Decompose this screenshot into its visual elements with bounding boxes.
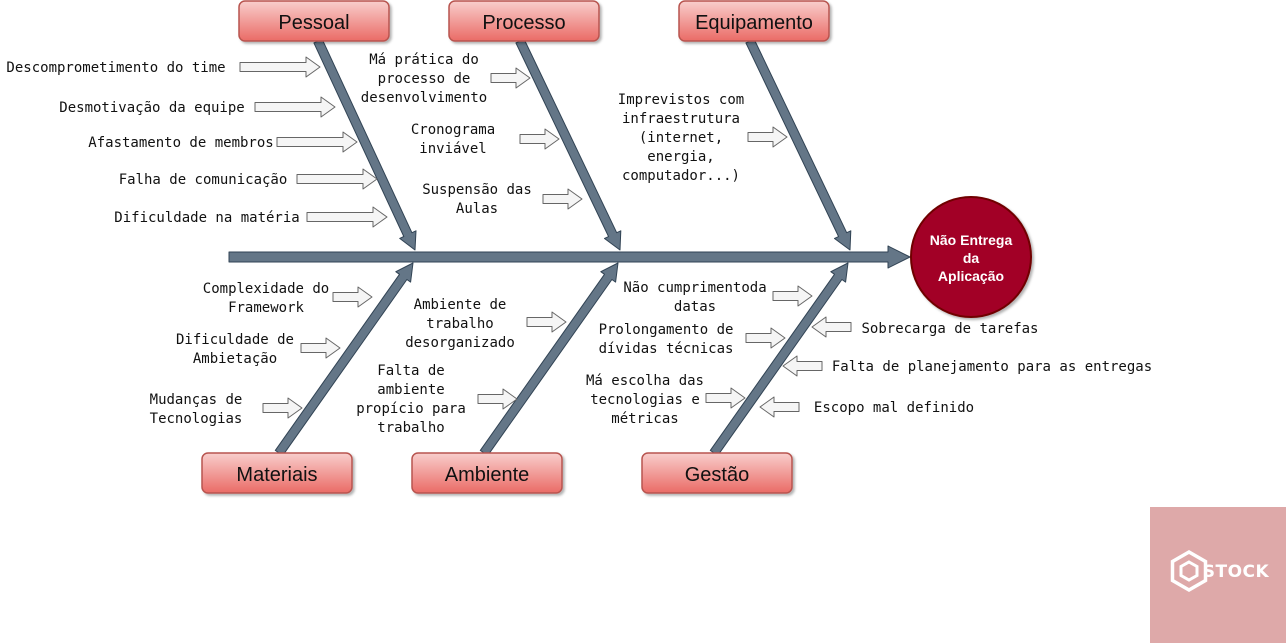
- effect-label-line-3: Aplicação: [938, 268, 1004, 284]
- causes-ambiente: Ambiente de trabalho desorganizado Falta…: [356, 297, 515, 436]
- cause-label: Falha de comunicação: [119, 172, 288, 188]
- category-materiais-label: Materiais: [236, 464, 317, 486]
- cause-label: Dificuldade na matéria: [114, 210, 299, 226]
- cause-label: Ambietação: [193, 351, 277, 367]
- watermark: STOCK: [1150, 507, 1286, 643]
- cause-label: Descomprometimento do time: [6, 60, 225, 76]
- cause-label: Sobrecarga de tarefas: [861, 321, 1038, 337]
- cause-arrow-icon: [705, 387, 746, 409]
- cause-arrow-icon: [542, 188, 583, 210]
- category-pessoal-label: Pessoal: [278, 12, 349, 34]
- cause-label: trabalho: [426, 316, 493, 332]
- stock-logo-icon: [1170, 549, 1208, 593]
- cause-label: Suspensão das: [422, 182, 532, 198]
- cause-label: Má escolha das: [586, 373, 704, 389]
- cause-label: Imprevistos com: [618, 92, 744, 108]
- cause-label: propício para: [356, 401, 466, 417]
- cause-label: trabalho: [377, 420, 444, 436]
- cause-arrow-icon: [300, 337, 341, 359]
- category-equipamento: Equipamento: [678, 0, 830, 42]
- category-gestao: Gestão: [641, 452, 793, 494]
- cause-arrow-icon: [490, 67, 531, 89]
- cause-label: inviável: [419, 141, 486, 157]
- cause-arrow-icon: [276, 131, 358, 153]
- cause-label: (internet,: [639, 130, 723, 146]
- cause-arrow-icon: [759, 396, 800, 418]
- bone-materiais: [274, 262, 414, 457]
- cause-label: tecnologias e: [590, 392, 700, 408]
- cause-arrows-layer: [239, 56, 852, 419]
- cause-label: Prolongamento de: [599, 322, 734, 338]
- cause-label: Ambiente de: [414, 297, 507, 313]
- category-gestao-label: Gestão: [685, 464, 749, 486]
- causes-gestao: Não cumprimentoda datas Prolongamento de…: [586, 280, 1152, 427]
- cause-label: Framework: [228, 300, 304, 316]
- cause-label: energia,: [647, 149, 714, 165]
- cause-label: Aulas: [456, 201, 498, 217]
- category-equipamento-label: Equipamento: [695, 12, 813, 34]
- cause-arrow-icon: [782, 355, 823, 377]
- cause-arrow-icon: [526, 311, 567, 333]
- cause-arrow-icon: [296, 168, 378, 190]
- cause-label: Falta de planejamento para as entregas: [832, 359, 1152, 375]
- causes-equipamento: Imprevistos com infraestrutura (internet…: [618, 92, 744, 184]
- category-processo: Processo: [448, 0, 600, 42]
- cause-label: Tecnologias: [150, 411, 243, 427]
- cause-label: dívidas técnicas: [599, 341, 734, 357]
- cause-label: Desmotivação da equipe: [59, 100, 244, 116]
- cause-label: ambiente: [377, 382, 444, 398]
- causes-processo: Má prática do processo de desenvolviment…: [361, 52, 532, 217]
- cause-label: computador...): [622, 168, 740, 184]
- category-processo-label: Processo: [482, 12, 565, 34]
- bone-processo: [515, 38, 622, 251]
- cause-label: Escopo mal definido: [814, 400, 974, 416]
- cause-label: Não cumprimentoda: [623, 280, 766, 296]
- bone-ambiente: [479, 262, 619, 457]
- cause-label: Mudanças de: [150, 392, 243, 408]
- bones-layer: [228, 38, 911, 457]
- bone-pessoal: [313, 38, 417, 251]
- cause-label: desenvolvimento: [361, 90, 487, 106]
- effect-label-line-2: da: [963, 250, 980, 266]
- cause-arrow-icon: [306, 206, 388, 228]
- causes-materiais: Complexidade do Framework Dificuldade de…: [150, 281, 330, 427]
- cause-label: infraestrutura: [622, 111, 740, 127]
- category-ambiente-label: Ambiente: [445, 464, 530, 486]
- bone-gestao: [709, 262, 849, 457]
- category-ambiente: Ambiente: [411, 452, 563, 494]
- category-pessoal: Pessoal: [238, 0, 390, 42]
- cause-label: processo de: [378, 71, 471, 87]
- cause-arrow-icon: [811, 316, 852, 338]
- effect-node: Não Entrega da Aplicação: [910, 196, 1032, 318]
- cause-arrow-icon: [332, 286, 373, 308]
- cause-arrow-icon: [477, 388, 518, 410]
- cause-label: Afastamento de membros: [88, 135, 273, 151]
- cause-label: Complexidade do: [203, 281, 329, 297]
- cause-label: Má prática do: [369, 52, 479, 68]
- causes-pessoal: Descomprometimento do time Desmotivação …: [6, 60, 299, 226]
- watermark-text: STOCK: [1203, 562, 1270, 582]
- cause-arrow-icon: [772, 285, 813, 307]
- cause-arrow-icon: [745, 327, 786, 349]
- cause-arrow-icon: [262, 397, 303, 419]
- cause-label: Dificuldade de: [176, 332, 294, 348]
- bone-equipamento: [745, 38, 852, 251]
- cause-arrow-icon: [239, 56, 321, 78]
- spine-arrow: [228, 245, 911, 269]
- cause-label: datas: [674, 299, 716, 315]
- cause-label: Falta de: [377, 363, 444, 379]
- category-materiais: Materiais: [201, 452, 353, 494]
- cause-arrow-icon: [747, 126, 788, 148]
- cause-label: desorganizado: [405, 335, 515, 351]
- cause-arrow-icon: [519, 128, 560, 150]
- effect-label-line-1: Não Entrega: [930, 232, 1013, 248]
- cause-label: métricas: [611, 411, 678, 427]
- cause-arrow-icon: [254, 96, 336, 118]
- cause-label: Cronograma: [411, 122, 495, 138]
